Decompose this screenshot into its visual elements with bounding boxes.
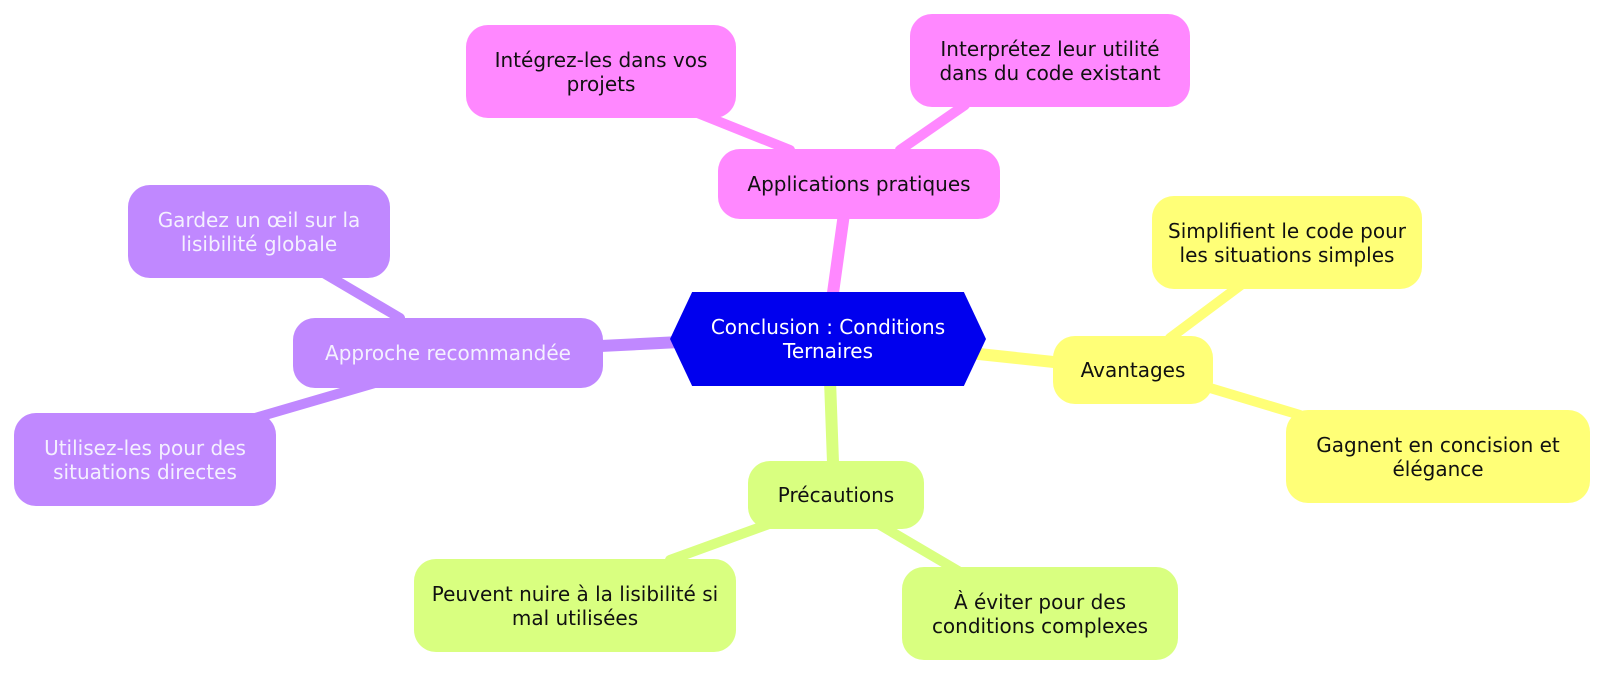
link-precautions-child-2 [875, 520, 965, 577]
branch-applications-pratiques[interactable]: Applications pratiques [718, 149, 1000, 219]
link-avantages-child-1 [1165, 277, 1250, 343]
leaf-simplifient-le-code[interactable]: Simplifient le code pour les situations … [1152, 196, 1422, 289]
root-node[interactable]: Conclusion : Conditions Ternaires [670, 292, 986, 386]
branch-avantages[interactable]: Avantages [1053, 336, 1213, 404]
branch-label: Applications pratiques [747, 172, 971, 196]
leaf-label: Utilisez-les pour des situations directe… [44, 435, 246, 484]
branch-precautions[interactable]: Précautions [748, 461, 924, 529]
branch-label: Précautions [777, 483, 895, 507]
leaf-label: Peuvent nuire à la lisibilité si mal uti… [431, 581, 719, 630]
leaf-gagnent-en-concision[interactable]: Gagnent en concision et élégance [1286, 410, 1590, 503]
leaf-integrez-les-dans-vos-projets[interactable]: Intégrez-les dans vos projets [466, 25, 736, 118]
branch-label: Approche recommandée [325, 341, 571, 365]
leaf-label: Gagnent en concision et élégance [1316, 432, 1560, 481]
branch-label: Avantages [1080, 358, 1186, 382]
link-avantages-child-2 [1195, 380, 1305, 420]
leaf-label: Simplifient le code pour les situations … [1168, 218, 1406, 267]
link-approche-child-2 [250, 378, 380, 423]
leaf-a-eviter-pour-conditions-complexes[interactable]: À éviter pour des conditions complexes [902, 567, 1178, 660]
leaf-utilisez-les-situations-directes[interactable]: Utilisez-les pour des situations directe… [14, 413, 276, 506]
leaf-gardez-un-oeil[interactable]: Gardez un œil sur la lisibilité globale [128, 185, 390, 278]
leaf-label: À éviter pour des conditions complexes [931, 589, 1149, 638]
leaf-label: Gardez un œil sur la lisibilité globale [157, 207, 361, 256]
leaf-interpretez-leur-utilite[interactable]: Interprétez leur utilité dans du code ex… [910, 14, 1190, 107]
link-applications-child-2 [895, 100, 970, 155]
root-label: Conclusion : Conditions Ternaires [710, 315, 946, 363]
leaf-label: Interprétez leur utilité dans du code ex… [939, 36, 1161, 85]
leaf-peuvent-nuire-a-la-lisibilite[interactable]: Peuvent nuire à la lisibilité si mal uti… [414, 559, 736, 652]
leaf-label: Intégrez-les dans vos projets [494, 47, 708, 96]
branch-approche-recommandee[interactable]: Approche recommandée [293, 318, 603, 388]
